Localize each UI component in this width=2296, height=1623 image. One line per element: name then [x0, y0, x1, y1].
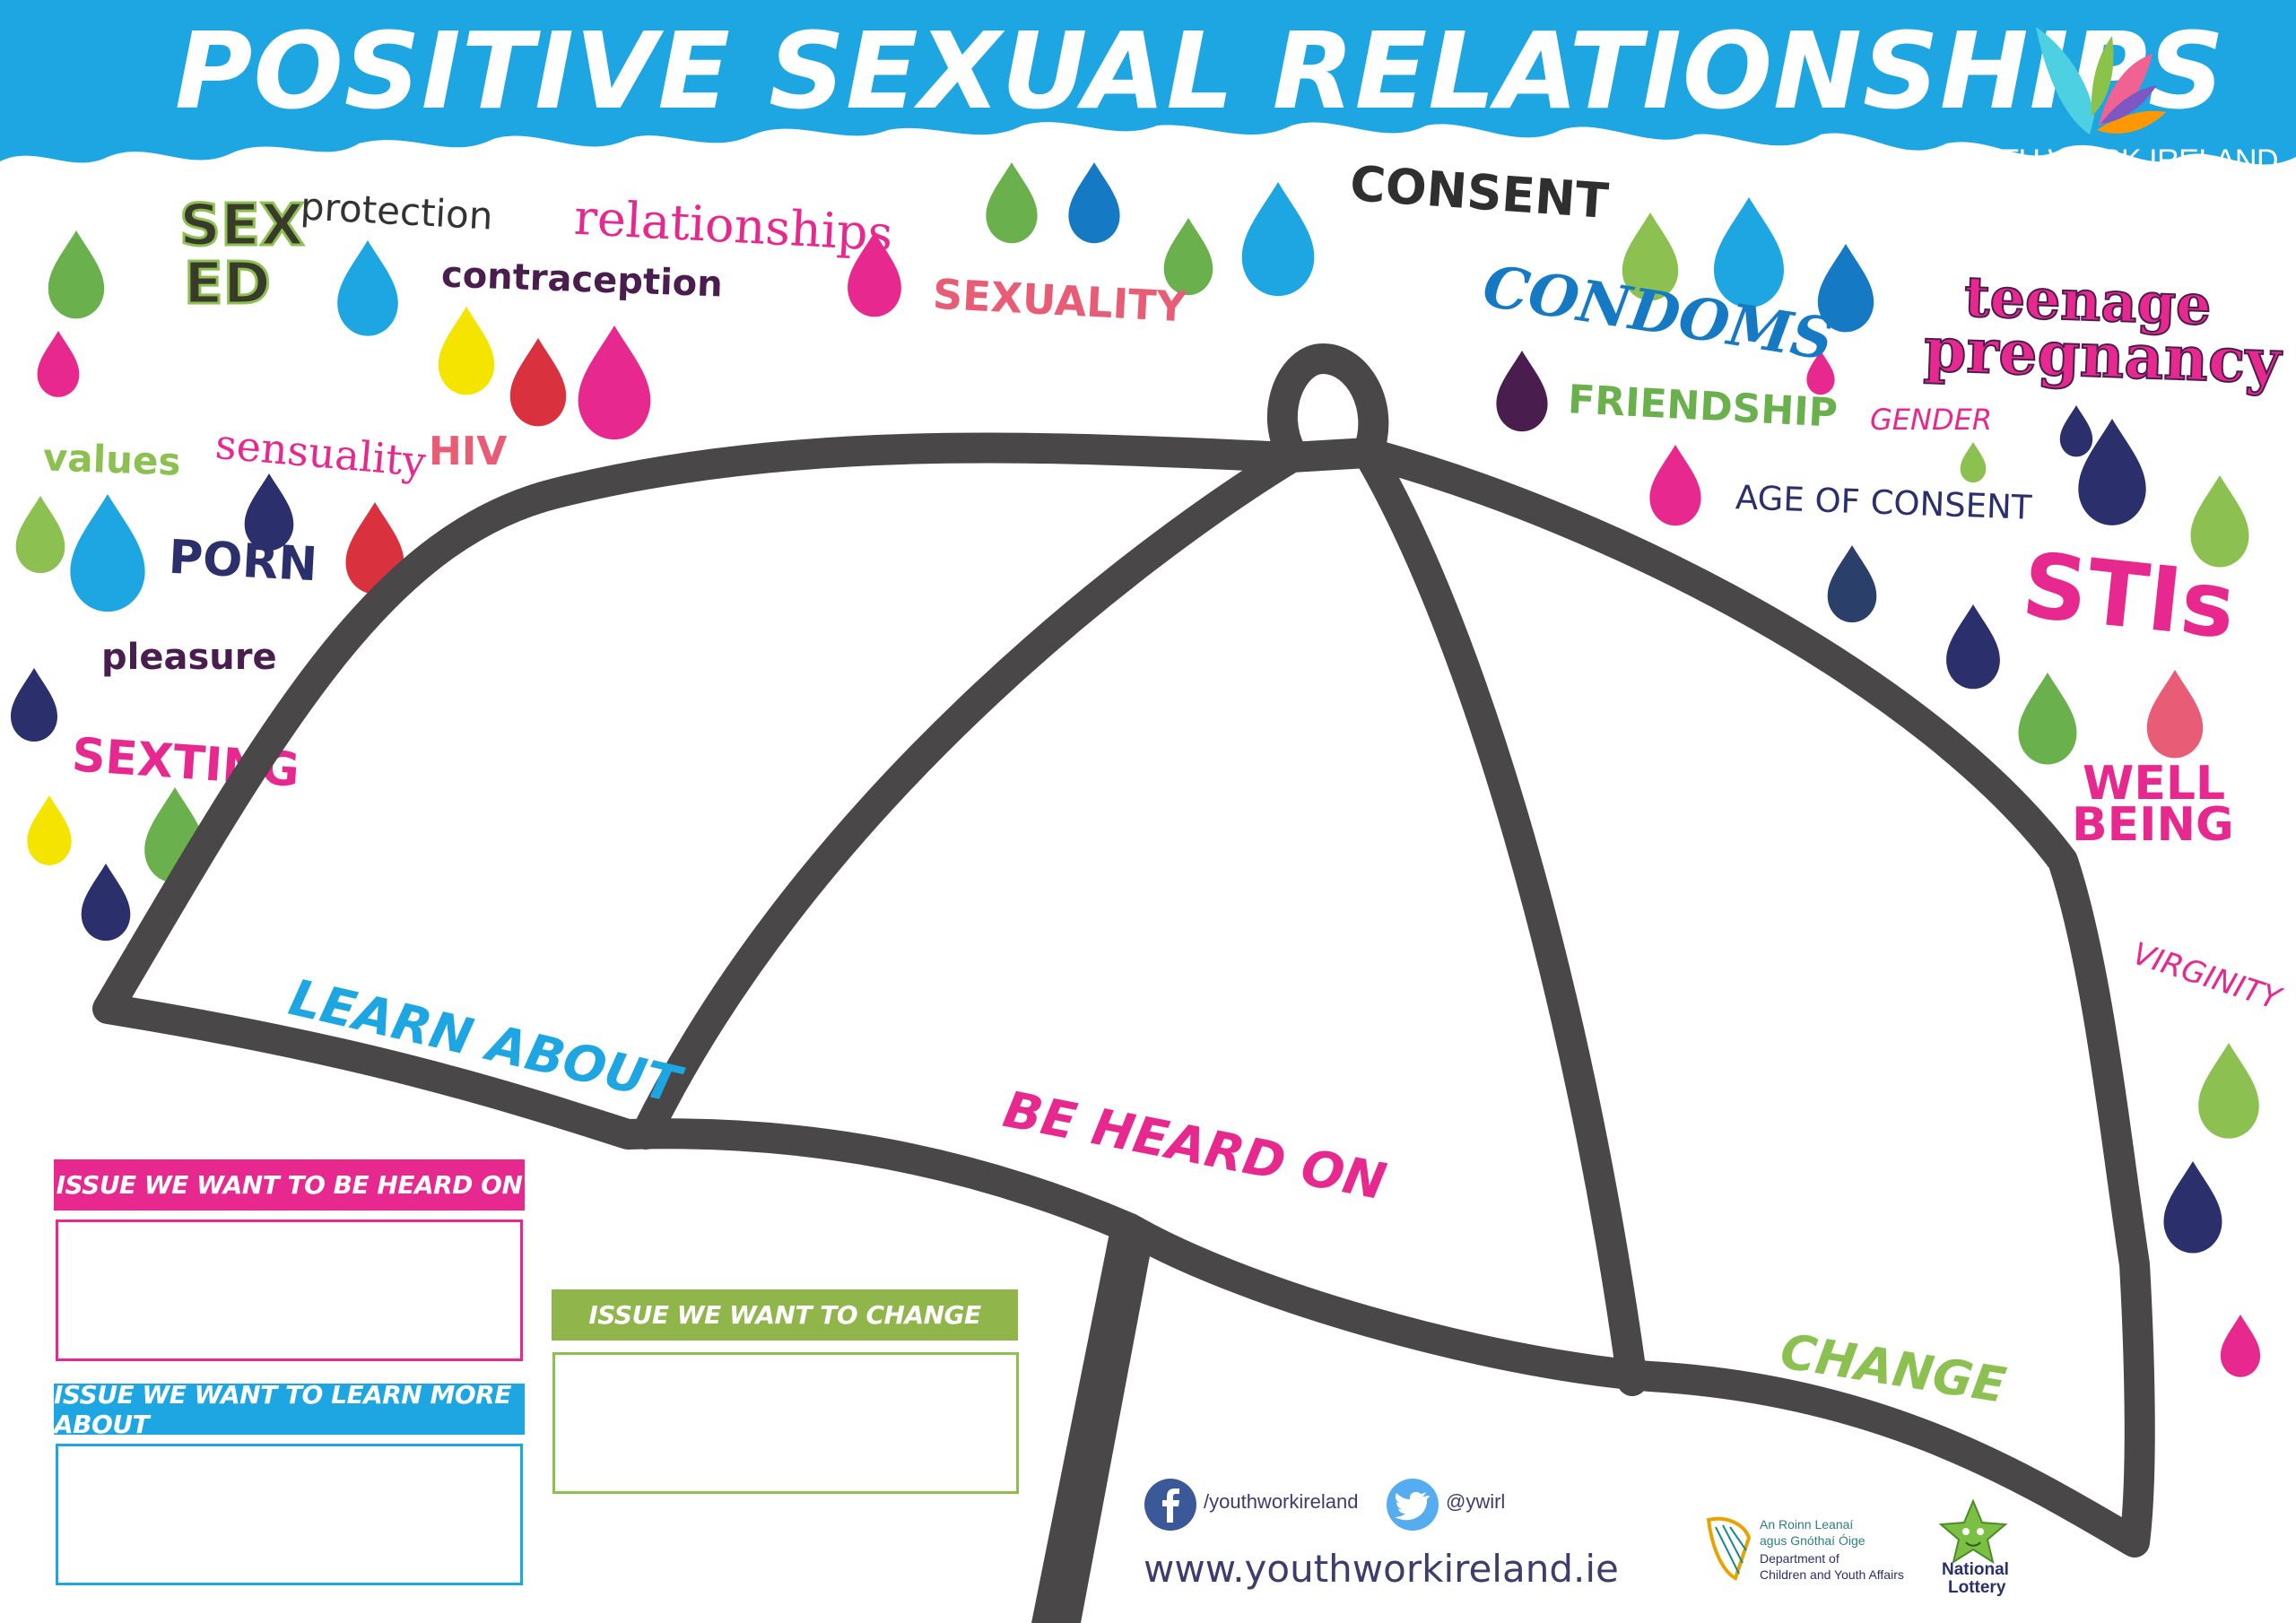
dept-line1: An Roinn Leanaí: [1760, 1517, 1854, 1532]
lottery-line2: Lottery: [1948, 1578, 2006, 1597]
heard-box-field[interactable]: [56, 1219, 523, 1361]
word-gender: GENDER: [1870, 403, 1993, 437]
word-ed: ED: [183, 251, 273, 317]
butterfly-logo-icon: [2036, 27, 2166, 135]
word-pleasure: pleasure: [101, 637, 277, 678]
learn-box-field[interactable]: [56, 1444, 523, 1585]
harp-icon: [1706, 1516, 1752, 1581]
dept-line4: Children and Youth Affairs: [1760, 1567, 1904, 1582]
word-well: WELL: [2083, 757, 2226, 811]
facebook-icon[interactable]: [1144, 1478, 1197, 1532]
change-box-header: ISSUE WE WANT TO CHANGE: [552, 1289, 1018, 1341]
header-band: [0, 0, 2296, 165]
change-box-field[interactable]: [552, 1352, 1019, 1494]
brand-name: YOUTH WORK IRELAND: [1935, 143, 2279, 178]
word-sex: SEX: [178, 193, 305, 259]
dept-line2: agus Gnóthaí Óige: [1760, 1533, 1866, 1548]
lottery-star-icon: [1938, 1498, 2008, 1565]
twitter-icon[interactable]: [1386, 1478, 1439, 1532]
word-being: BEING: [2072, 798, 2234, 852]
lottery-line1: National: [1942, 1560, 2009, 1579]
facebook-handle[interactable]: /youthworkireland: [1204, 1490, 1359, 1513]
twitter-handle[interactable]: @ywirl: [1446, 1490, 1506, 1513]
website-link[interactable]: www.youthworkireland.ie: [1144, 1547, 1619, 1591]
page-title: POSITIVE SEXUAL RELATIONSHIPS: [175, 9, 2226, 133]
heard-box-header: ISSUE WE WANT TO BE HEARD ON: [54, 1159, 525, 1211]
dept-line3: Department of: [1760, 1551, 1839, 1566]
word-hiv: HIV: [429, 429, 508, 474]
learn-box-header: ISSUE WE WANT TO LEARN MORE ABOUT: [54, 1380, 525, 1439]
